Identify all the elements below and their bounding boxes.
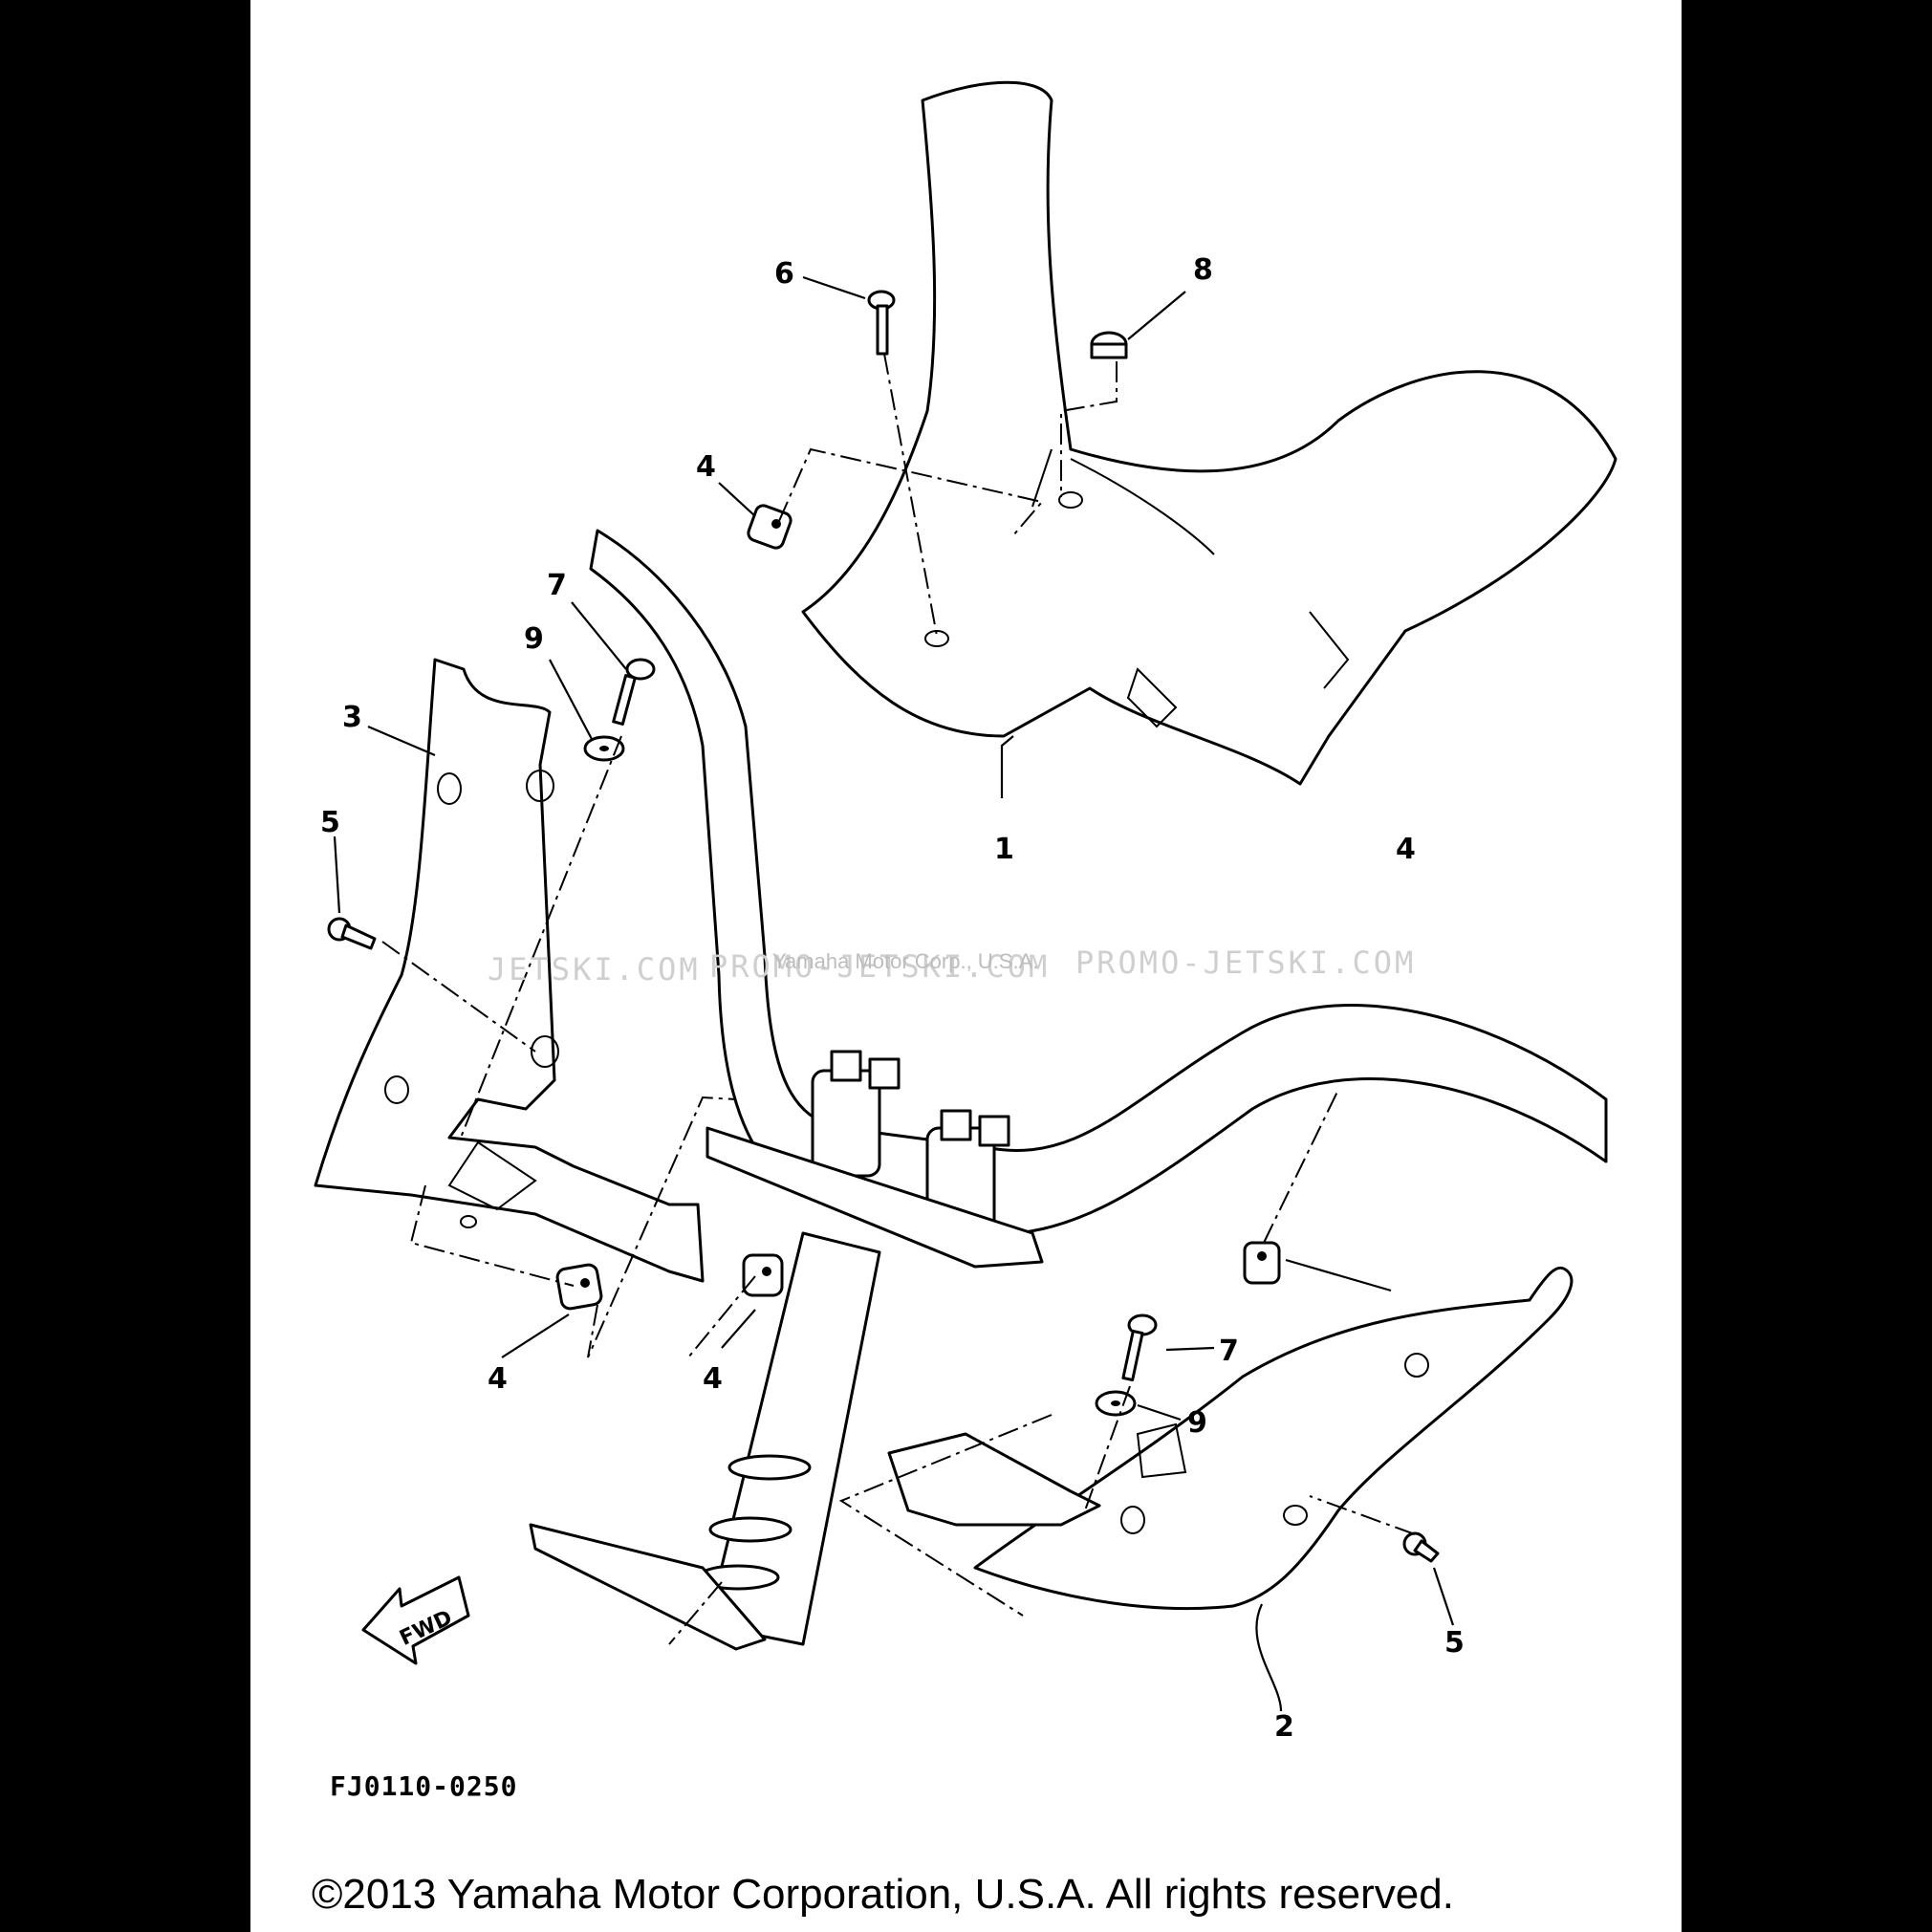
watermark-middle: PROMO-JETSKI.COM <box>709 948 1050 985</box>
callout-7b: 7 <box>1219 1335 1239 1368</box>
callout-4c: 4 <box>488 1362 508 1396</box>
callout-4b: 4 <box>1396 833 1416 866</box>
bolt-6 <box>867 290 896 356</box>
watermark-left: JETSKI.COM <box>488 951 701 988</box>
bolt-7a <box>612 658 656 726</box>
handle-cover-left <box>314 658 705 1283</box>
grommet-4a <box>747 504 792 550</box>
callout-8: 8 <box>1193 253 1213 287</box>
watermark-right: PROMO-JETSKI.COM <box>1075 944 1416 981</box>
grommet-4c <box>555 1263 603 1311</box>
bolt-5a <box>327 917 377 950</box>
figure-code: FJ0110-0250 <box>330 1770 517 1802</box>
bolt-7b <box>1121 1313 1158 1381</box>
callout-6: 6 <box>774 257 794 291</box>
bolt-5b <box>1402 1531 1440 1563</box>
callout-9b: 9 <box>1187 1406 1207 1440</box>
callout-4d: 4 <box>703 1362 723 1396</box>
callout-labels: 1 2 3 4 4 4 4 5 5 6 7 7 8 9 9 <box>320 253 1465 1744</box>
callout-9a: 9 <box>524 622 544 656</box>
nut-8 <box>1090 331 1128 359</box>
copyright-notice: ©2013 Yamaha Motor Corporation, U.S.A. A… <box>312 1871 1454 1918</box>
watermark: JETSKI.COM PROMO-JETSKI.COM PROMO-JETSKI… <box>488 944 1416 988</box>
callout-3: 3 <box>342 701 362 734</box>
washer-9b <box>1095 1390 1137 1417</box>
callout-2: 2 <box>1274 1710 1294 1744</box>
grommet-4b <box>1243 1241 1281 1285</box>
callout-4a: 4 <box>696 450 716 484</box>
washer-9a <box>583 735 625 762</box>
callout-5b: 5 <box>1444 1626 1465 1660</box>
callout-7a: 7 <box>547 569 567 602</box>
handle-cover-right <box>887 1266 1574 1611</box>
assembly-lines <box>381 353 1416 1645</box>
handle-cover-upper <box>801 80 1617 786</box>
fwd-arrow: FWD <box>361 1575 470 1665</box>
callout-5a: 5 <box>320 806 340 839</box>
watermark-overlay: Yamaha Motor Corp., U.S.A. <box>772 949 1038 973</box>
leader-lines <box>333 275 1455 1712</box>
handlebar <box>529 529 1608 1651</box>
callout-1: 1 <box>994 833 1014 866</box>
grommet-4d <box>742 1253 784 1297</box>
